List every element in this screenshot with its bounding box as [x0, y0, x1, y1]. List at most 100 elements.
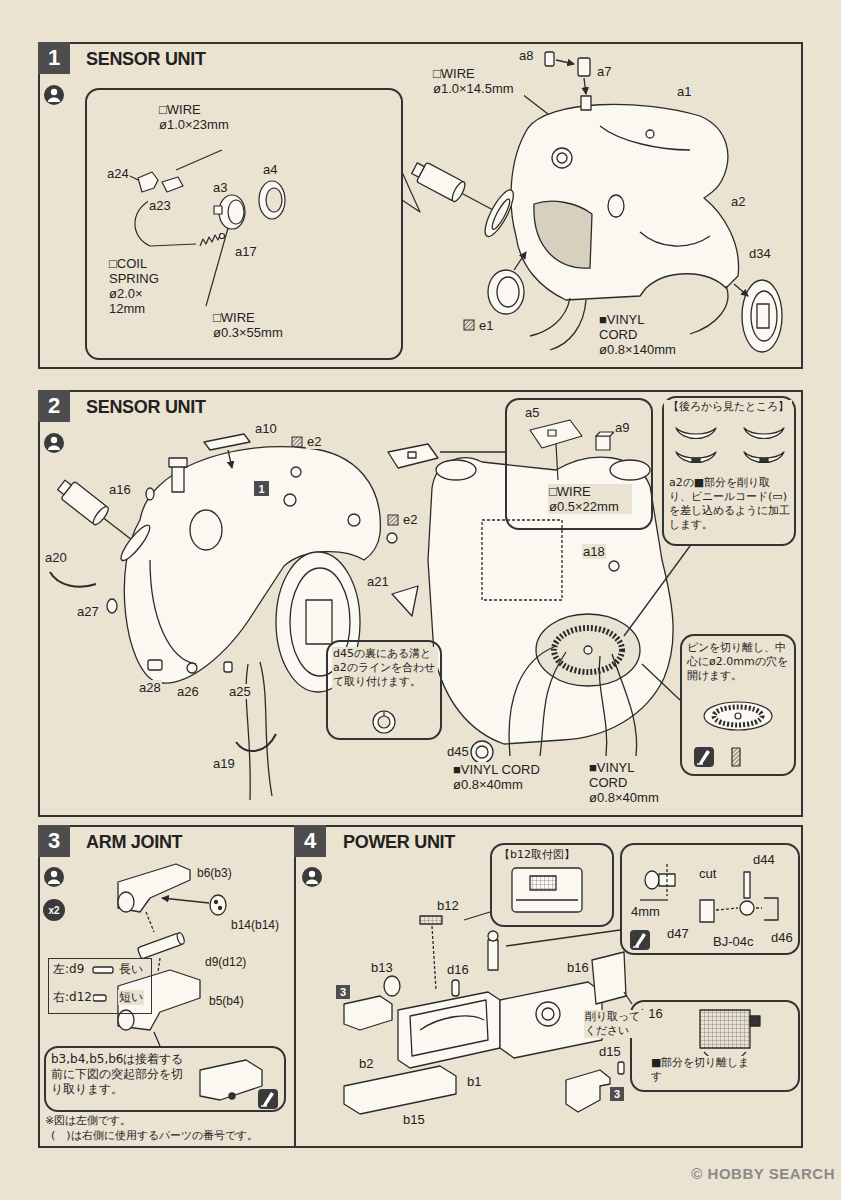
sensor-head-assembly: [387, 533, 397, 543]
part-number: a5: [524, 405, 540, 420]
power-unit: [384, 976, 400, 996]
footnote: ※図は左側です。: [44, 1114, 132, 1128]
note-callout: b3,b4,b5,b6は接着する前に下図の突起部分を切り取ります。: [44, 1046, 286, 1112]
arm-joint: [118, 864, 190, 912]
part-number: a16: [108, 482, 132, 497]
material-spec: □WIRE ø1.0×14.5mm: [432, 66, 524, 96]
part-number: d45: [446, 744, 470, 759]
sensor-head-assembly: [609, 561, 619, 571]
arm-joint: [154, 1032, 160, 1046]
step-title: POWER UNIT: [342, 832, 456, 852]
power-unit: [410, 1000, 488, 1056]
parts-detail: [220, 234, 225, 239]
step-title: SENSOR UNIT: [85, 49, 207, 69]
step-number-box: 4: [294, 825, 326, 857]
sensor-head-assembly: [471, 741, 493, 763]
power-unit: [530, 876, 556, 890]
sensor-head-assembly: [291, 467, 301, 477]
arm-joint: [229, 1093, 235, 1099]
part-number: a1: [676, 84, 692, 99]
part-number: a19: [212, 756, 236, 771]
material-spec: ■VINYL CORD ø0.8×40mm: [588, 760, 662, 805]
power-unit: [344, 1066, 456, 1114]
table-cell: 長い: [118, 962, 144, 977]
sensor-head: [545, 52, 554, 66]
sensor-head: [488, 270, 524, 314]
part-number: a10: [254, 421, 278, 436]
step-panel: SENSOR UNIT21a5a9□WIRE ø0.5×22mm【後ろから見たと…: [38, 390, 803, 817]
sensor-head-assembly: [306, 600, 332, 644]
step-number-box: 3: [38, 825, 70, 857]
note-text: ピンを切り離し、中心にø2.0mmの穴を開けます。: [686, 641, 792, 683]
part-number: d47: [666, 926, 690, 941]
note-callout: b16■部分を切り離します: [630, 1000, 800, 1092]
parts-detail: [596, 432, 614, 436]
sensor-head-assembly: [224, 662, 232, 672]
sensor-head-assembly: [150, 560, 196, 664]
sensor-head-assembly: [236, 734, 276, 751]
part-number: □WIRE ø1.0×23mm: [158, 102, 242, 132]
parts-detail: [744, 428, 784, 439]
note-text: b3,b4,b5,b6は接着する前に下図の突起部分を切り取ります。: [50, 1052, 194, 1097]
power-unit: [398, 992, 500, 1068]
step-number: 1: [47, 46, 61, 70]
step-number-box: 1: [38, 42, 70, 74]
table-cell: 短い: [118, 990, 144, 1005]
sensor-head: [489, 197, 512, 231]
detail-callout: □WIRE ø1.0×23mma24a23a3a4□COIL SPRING ø2…: [85, 88, 403, 360]
part-number: e1: [478, 318, 494, 333]
instruction-icon: [44, 433, 64, 453]
power-unit: [700, 1010, 750, 1048]
sensor-head-assembly: [482, 520, 562, 600]
parts-detail: [676, 428, 716, 439]
sensor-head: [462, 194, 492, 210]
step-reference-box: 3: [336, 985, 350, 999]
part-number: BJ-04c: [712, 934, 754, 949]
part-number: a21: [366, 574, 390, 589]
sensor-head-assembly: [554, 628, 622, 672]
sensor-head-assembly: [408, 452, 416, 458]
part-number: a2: [730, 194, 746, 209]
sensor-head-assembly: [104, 518, 131, 539]
power-unit: [488, 940, 498, 970]
sensor-head: [402, 52, 782, 352]
parts-detail: [378, 716, 390, 728]
sensor-head-assembly: [148, 660, 162, 670]
sensor-head-assembly: [146, 488, 154, 500]
part-number: □WIRE ø0.5×22mm: [548, 484, 632, 514]
sensor-head-assembly: [284, 494, 296, 506]
part-number: d9(d12): [204, 955, 247, 970]
step-reference: 3: [614, 1088, 620, 1100]
arm-joint: [118, 1010, 134, 1030]
sensor-head: [646, 130, 654, 138]
sensor-head-assembly: [204, 434, 250, 450]
note-text: ■部分を切り離します: [650, 1056, 754, 1084]
sensor-head-assembly: [540, 652, 566, 756]
step-reference: 3: [340, 986, 346, 998]
material-spec: ■VINYL CORD ø0.8×40mm: [452, 762, 558, 792]
part-number: a17: [234, 244, 258, 259]
parts-detail: [130, 150, 420, 306]
parts-detail: [692, 458, 700, 462]
arm-joint: [146, 912, 154, 932]
sensor-head-assembly: [584, 646, 592, 654]
parts-detail: [373, 420, 784, 766]
parts-detail: [732, 748, 740, 766]
sensor-head: [742, 280, 782, 352]
sensor-head-assembly: [642, 664, 680, 700]
step-reference: 1: [258, 483, 264, 495]
sensor-head-assembly: [190, 510, 222, 550]
parts-detail: [596, 436, 610, 450]
part-number: a9: [614, 420, 630, 435]
power-unit: [516, 899, 578, 900]
parts-detail: [744, 452, 784, 463]
part-number: a24: [106, 166, 130, 181]
part-number: b16: [566, 960, 590, 975]
power-unit: [666, 864, 667, 896]
power-unit: [645, 871, 659, 889]
power-unit: [506, 930, 620, 946]
parts-detail: [704, 702, 772, 730]
sensor-head-assembly: [599, 656, 606, 756]
assembly-illustration: [694, 747, 714, 767]
